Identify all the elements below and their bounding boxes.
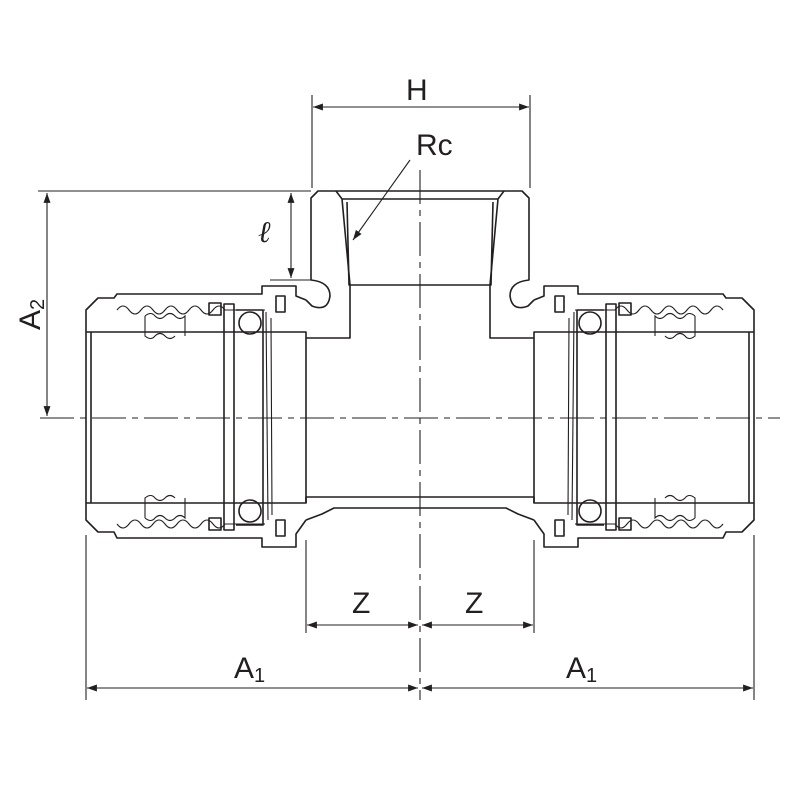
leader-Rc — [352, 159, 411, 241]
extension-lines — [38, 95, 755, 700]
label-A1-right: A1 — [566, 652, 597, 687]
label-ell: ℓ — [258, 215, 271, 250]
label-H: H — [406, 74, 428, 107]
fitting-left-half — [85, 190, 421, 548]
label-Z-right: Z — [465, 587, 483, 620]
label-Rc: Rc — [416, 129, 453, 162]
label-A1-left: A1 — [234, 652, 265, 687]
label-Z-left: Z — [352, 587, 370, 620]
label-A2: A2 — [14, 299, 49, 330]
fitting-right-half — [419, 190, 755, 548]
